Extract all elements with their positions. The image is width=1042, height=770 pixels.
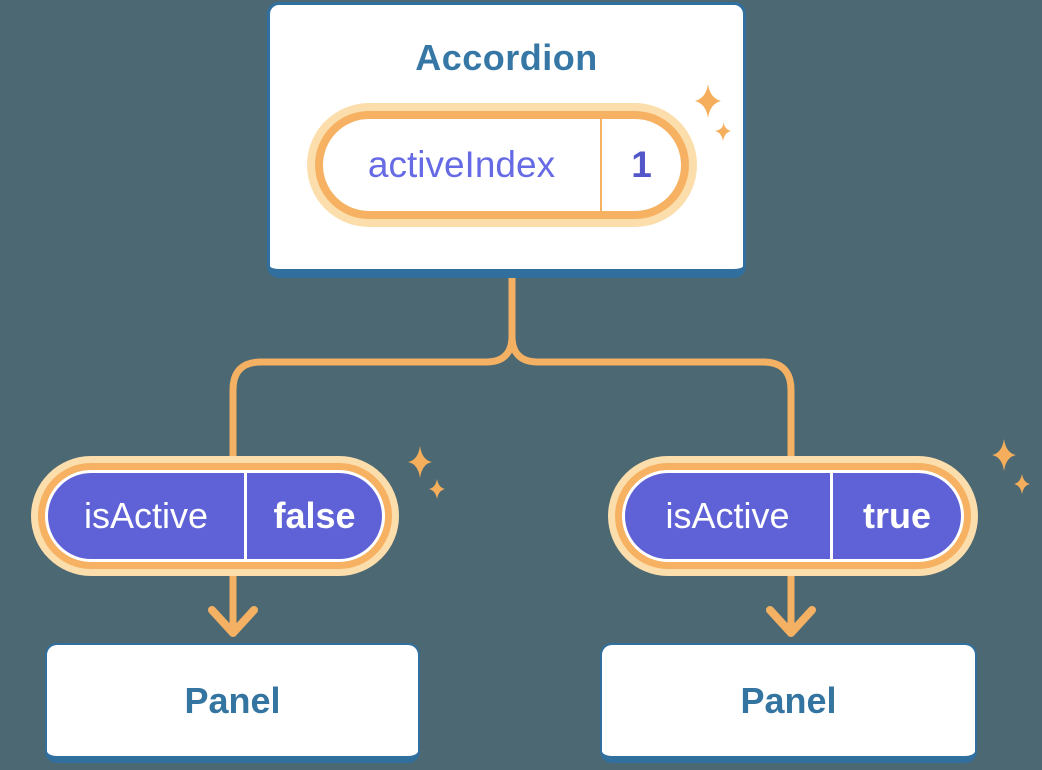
prop-pill-value: false [273, 495, 356, 536]
state-pill-activeindex: activeIndex 1 [315, 111, 689, 219]
arrowhead-right [766, 606, 816, 637]
state-pill-label: activeIndex [367, 144, 556, 185]
panel-node-card-left: Panel [45, 643, 420, 763]
sparkle-icon [992, 439, 1030, 494]
prop-pill-isactive-false: isActive false [45, 470, 385, 562]
pill-divider [244, 473, 247, 559]
prop-pill-label: isActive [83, 495, 209, 536]
sparkle-icon [695, 84, 731, 141]
prop-pill-label: isActive [665, 495, 790, 536]
state-pill-value: 1 [631, 144, 652, 185]
panel-title: Panel [184, 679, 281, 721]
arrowhead-left [208, 606, 258, 637]
prop-pill-value: true [862, 495, 931, 536]
sparkle-icon [408, 446, 445, 499]
pill-divider [600, 119, 602, 211]
pill-divider [830, 473, 833, 559]
panel-node-card-right: Panel [600, 643, 977, 763]
panel-title: Panel [740, 679, 837, 721]
prop-pill-isactive-true: isActive true [622, 470, 964, 562]
accordion-title: Accordion [415, 37, 598, 78]
branch-right-line [508, 332, 795, 630]
